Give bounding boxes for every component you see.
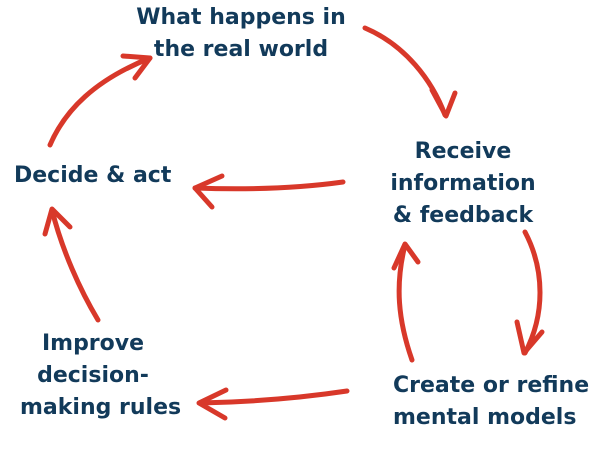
node-decide-act: Decide & act (14, 160, 171, 192)
arrow-receive-to-create (514, 229, 545, 356)
node-receive-information: Receive information & feedback (382, 136, 544, 232)
node-create-models: Create or refine mental models (393, 370, 589, 434)
node-real-world: What happens in the real world (136, 2, 346, 66)
node-decide-line-1: Decide & act (14, 163, 172, 188)
node-improve-rules: Improve decision- making rules (20, 328, 182, 424)
node-receive-line-2: information (390, 171, 536, 196)
node-improve-line-2: decision- (37, 363, 149, 388)
node-improve-line-3: making rules (20, 395, 182, 420)
node-create-line-2: mental models (393, 405, 577, 430)
arrow-realworld-to-receive (362, 25, 458, 119)
node-receive-line-1: Receive (414, 139, 512, 164)
node-real-world-line-2: the real world (153, 37, 329, 62)
node-create-line-1: Create or refine (393, 373, 590, 398)
node-improve-line-1: Improve (41, 331, 145, 356)
arrow-improve-to-decide (42, 206, 101, 323)
arrow-create-to-improve (196, 387, 350, 421)
arrow-receive-to-decide (192, 173, 346, 210)
arrow-create-to-receive (391, 241, 421, 363)
node-real-world-line-1: What happens in (136, 5, 346, 30)
node-receive-line-3: & feedback (392, 203, 534, 228)
arrow-decide-to-realworld (47, 53, 153, 148)
